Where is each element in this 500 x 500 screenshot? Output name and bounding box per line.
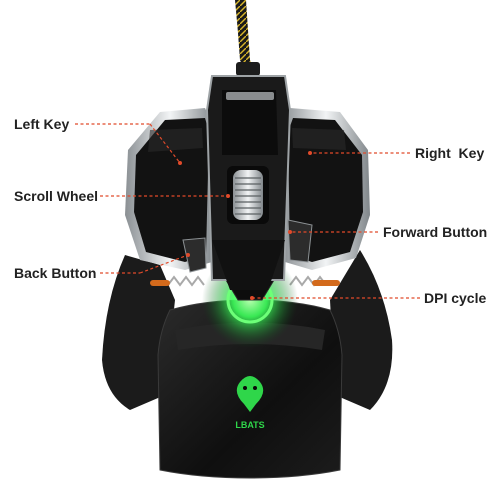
cable bbox=[235, 0, 260, 76]
scroll-wheel-label: Scroll Wheel bbox=[14, 188, 99, 204]
right-key-label: Right Key bbox=[415, 145, 485, 161]
callout-leaders bbox=[75, 123, 420, 300]
scroll-wheel bbox=[227, 166, 269, 224]
mouse-frame bbox=[102, 250, 393, 410]
brand-logo-icon bbox=[236, 376, 264, 412]
dpi-cycle-label: DPI cycle bbox=[424, 290, 487, 306]
back-side-button bbox=[182, 237, 207, 273]
back-button-label: Back Button bbox=[14, 265, 97, 281]
left-key bbox=[125, 108, 215, 270]
brand-mark-text: LBATS bbox=[235, 420, 264, 430]
forward-button-label: Forward Button bbox=[383, 224, 488, 240]
left-key-label: Left Key bbox=[14, 116, 70, 132]
forward-side-button bbox=[287, 219, 313, 263]
